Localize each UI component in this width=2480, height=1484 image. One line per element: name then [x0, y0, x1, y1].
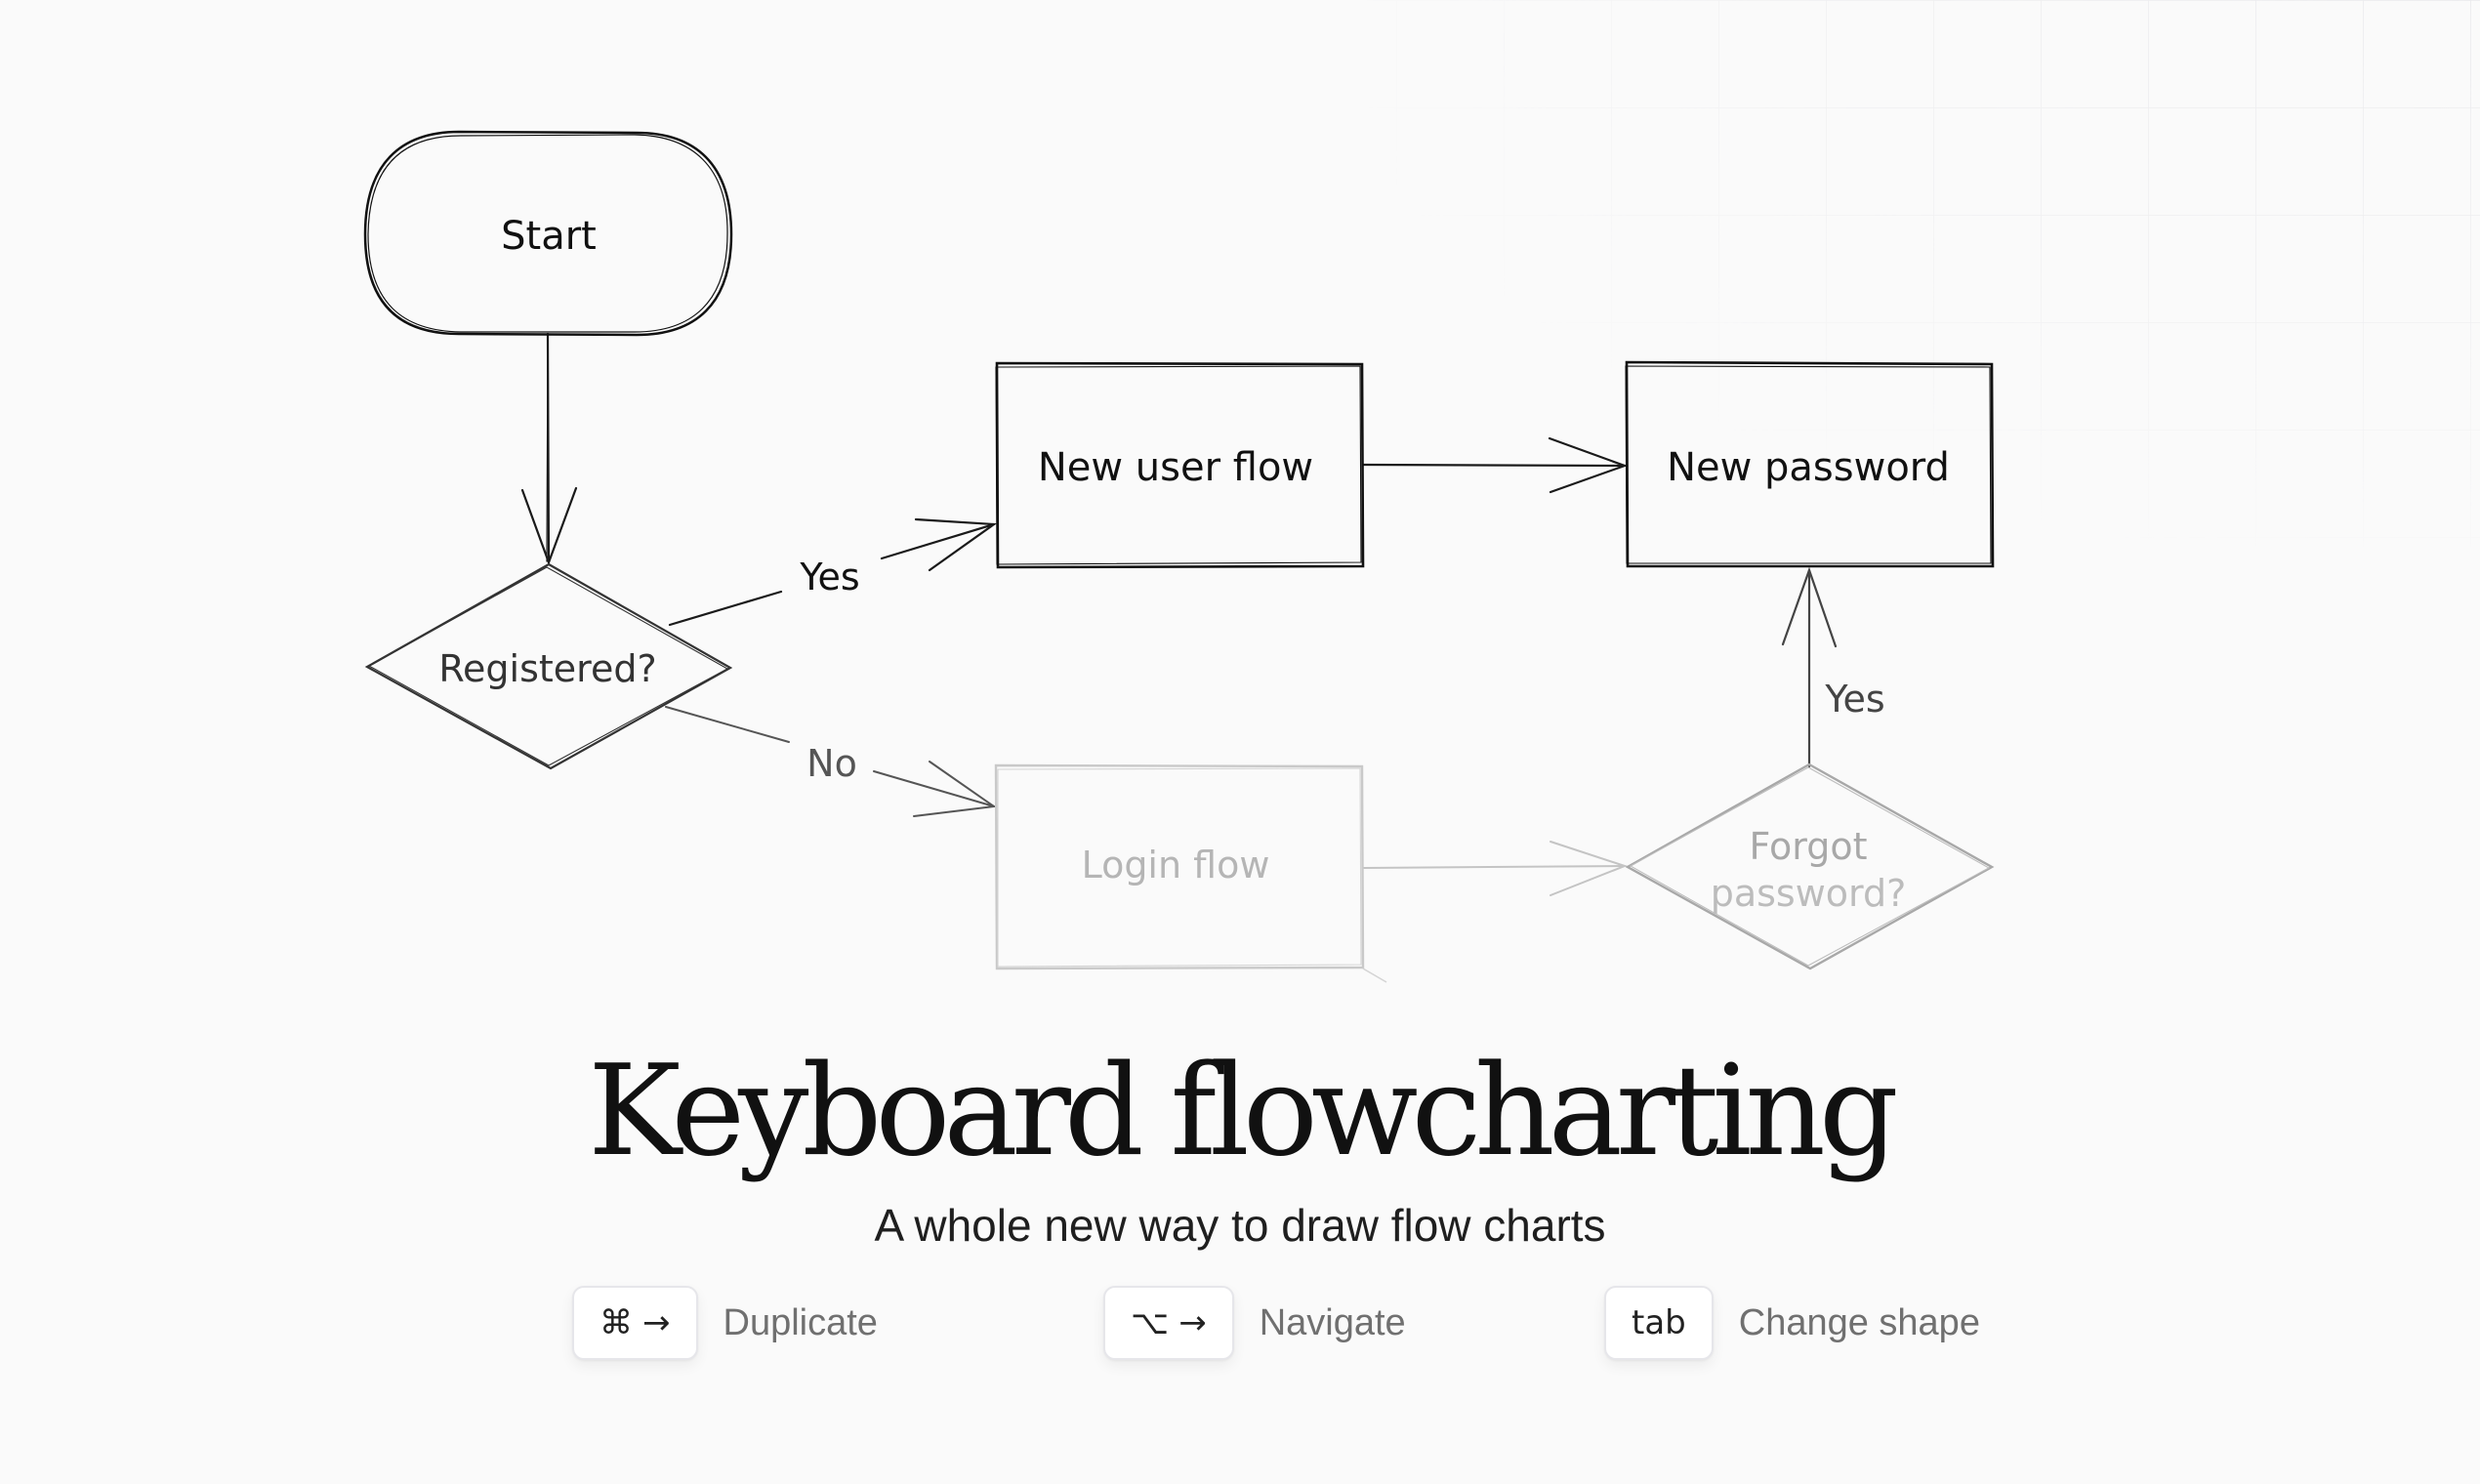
- cmd-key-icon: ⌘: [599, 1303, 633, 1342]
- node-start-label: Start: [501, 214, 597, 259]
- edge-label-yes-registered: Yes: [799, 556, 859, 598]
- shortcut-label-navigate: Navigate: [1259, 1301, 1406, 1343]
- node-forgot-password-label-line2: password?: [1711, 872, 1907, 915]
- page-subtitle: A whole new way to draw flow charts: [874, 1200, 1606, 1251]
- edge-registered-new-user-flow: [668, 517, 998, 627]
- node-login-flow[interactable]: Login flow: [994, 763, 1387, 983]
- node-forgot-password[interactable]: Forgot password?: [1625, 763, 1995, 970]
- node-new-password[interactable]: New password: [1625, 360, 1995, 568]
- shortcut-change-shape: tab Change shape: [1604, 1285, 1980, 1361]
- shortcut-duplicate: ⌘ → Duplicate: [572, 1285, 878, 1361]
- edge-new-user-flow-new-password: [1361, 436, 1629, 494]
- edge-label-yes-forgot: Yes: [1824, 678, 1884, 721]
- node-registered-label: Registered?: [438, 647, 656, 690]
- shortcut-label-duplicate: Duplicate: [723, 1301, 878, 1343]
- keycap-cmd-arrow[interactable]: ⌘ →: [572, 1286, 698, 1360]
- edge-login-flow-forgot-password: [1362, 841, 1628, 896]
- keycap-tab[interactable]: tab: [1604, 1286, 1714, 1360]
- node-registered[interactable]: Registered?: [364, 562, 733, 770]
- tab-key-label: tab: [1632, 1303, 1686, 1342]
- edge-registered-login-flow: [665, 706, 997, 817]
- node-start[interactable]: Start: [363, 130, 733, 337]
- arrow-right-icon: →: [1178, 1303, 1207, 1342]
- edge-start-registered: [520, 332, 578, 566]
- node-login-flow-label: Login flow: [1082, 844, 1270, 886]
- edge-label-no-registered: No: [806, 742, 857, 785]
- arrow-right-icon: →: [642, 1303, 671, 1342]
- shortcut-label-change-shape: Change shape: [1738, 1301, 1980, 1343]
- edge-forgot-password-new-password: [1781, 566, 1838, 768]
- node-new-user-flow-label: New user flow: [1038, 445, 1313, 490]
- page-headline: Keyboard flowcharting: [588, 1039, 1899, 1184]
- keycap-option-arrow[interactable]: ⌥ →: [1103, 1286, 1234, 1360]
- node-new-password-label: New password: [1667, 445, 1950, 490]
- node-forgot-password-label-line1: Forgot: [1750, 825, 1868, 868]
- shortcut-navigate: ⌥ → Navigate: [1103, 1285, 1406, 1361]
- node-new-user-flow[interactable]: New user flow: [995, 361, 1365, 569]
- option-key-icon: ⌥: [1131, 1303, 1170, 1342]
